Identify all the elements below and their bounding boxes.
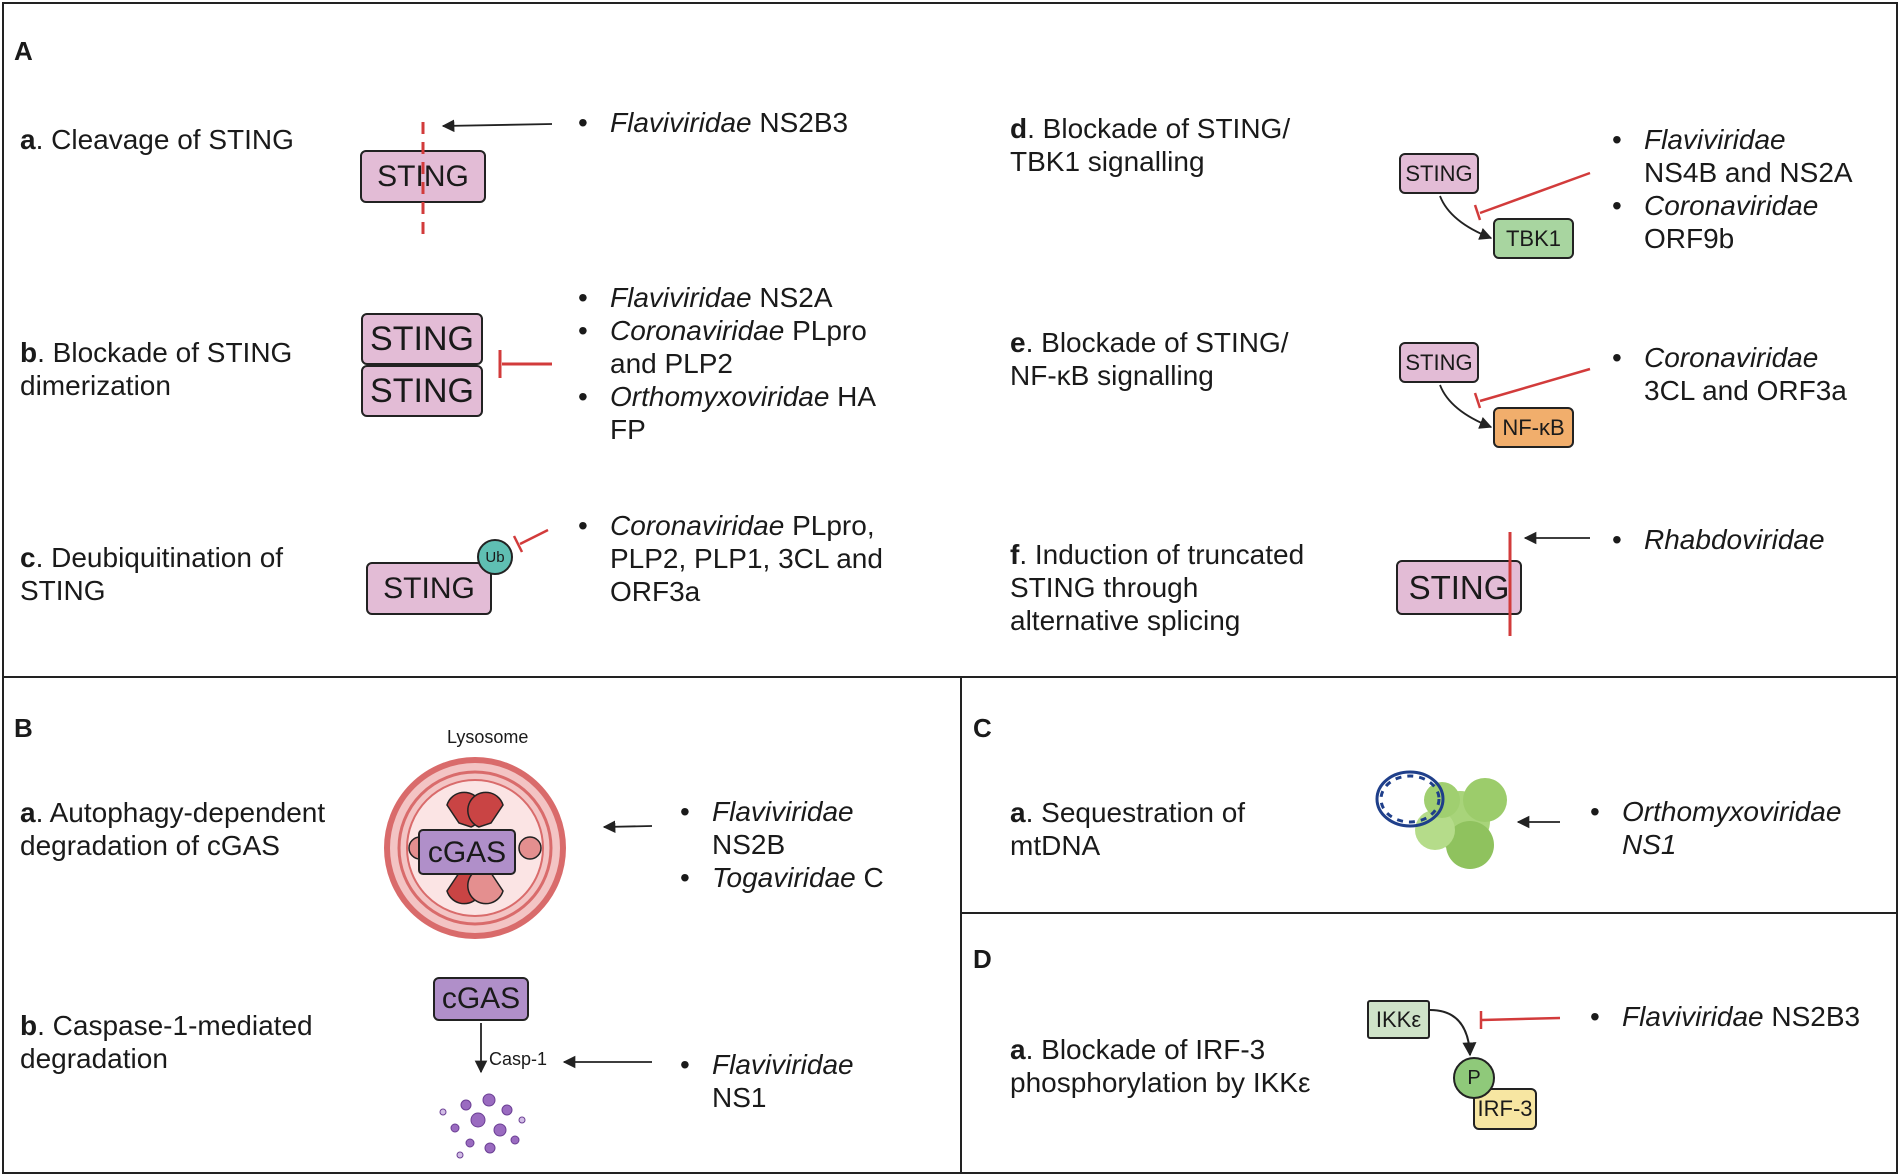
inhibit-Ad-bar: [1473, 204, 1482, 221]
virus-item: Coronaviridae PLpro,PLP2, PLP1, 3CL andO…: [576, 509, 883, 608]
viruses-Af: Rhabdoviridae: [1610, 523, 1825, 556]
mechanism-Bb: b. Caspase-1-mediated degradation: [20, 1010, 313, 1074]
viruses-Ac: Coronaviridae PLpro,PLP2, PLP1, 3CL andO…: [576, 509, 883, 608]
arrow-Ae: [1439, 384, 1493, 429]
lysosome-label: Lysosome: [447, 727, 529, 747]
sting-box-Ab-top: STING: [361, 313, 483, 365]
tbk1-box: TBK1: [1493, 218, 1574, 259]
mechanism-Aa: a. Cleavage of STING: [20, 124, 294, 155]
panel-label-D: D: [973, 944, 992, 974]
casp1-label: Casp-1: [489, 1049, 548, 1069]
inhibit-Da: [1481, 1016, 1561, 1022]
phosphate-icon: P: [1453, 1057, 1495, 1099]
svg-text:cGAS: cGAS: [428, 836, 506, 869]
lysosome-icon: cGAS: [384, 757, 566, 939]
sting-box-Ac: STING: [366, 562, 492, 615]
mechanism-Da: a. Blockade of IRF-3 phosphorylation by …: [1010, 1034, 1311, 1098]
mtdna-icon: [1375, 770, 1445, 828]
virus-item: Togaviridae C: [678, 861, 884, 894]
panel-D: [960, 912, 1898, 1174]
virus-item: Flaviviridae NS2B3: [1588, 1000, 1860, 1033]
viruses-Da: Flaviviridae NS2B3: [1588, 1000, 1860, 1033]
mechanism-Ab: b. Blockade of STING dimerization: [20, 337, 293, 401]
arrow-Da: [1429, 1009, 1477, 1057]
mechanism-Ae: e. Blockade of STING/ NF-κB signalling: [1010, 327, 1289, 391]
mechanism-Ac: c. Deubiquitination of STING: [20, 542, 284, 606]
arrow-Ba: [602, 820, 653, 834]
mechanism-Ad: d. Blockade of STING/ TBK1 signalling: [1010, 113, 1291, 177]
virus-item: Flaviviridae NS2A: [576, 281, 876, 314]
ubiquitin-icon: Ub: [477, 539, 513, 575]
sting-box-Ad: STING: [1399, 153, 1479, 194]
virus-item: Rhabdoviridae: [1610, 523, 1825, 556]
panel-label-B: B: [14, 713, 33, 743]
sting-box-Ae: STING: [1399, 342, 1479, 383]
virus-item: Flaviviridae NS2B3: [576, 106, 848, 139]
viruses-Aa: Flaviviridae NS2B3: [576, 106, 848, 139]
arrow-Aa: [441, 119, 553, 133]
mitochondrion-icon: [1415, 778, 1507, 869]
arrow-Ad: [1439, 195, 1493, 240]
fragments-icon: [439, 1093, 526, 1159]
inhibit-Ac: [519, 528, 549, 546]
cgas-box-Bb: cGAS: [433, 977, 529, 1021]
sting-box-Ab-bottom: STING: [361, 365, 483, 417]
nfkb-box: NF-κB: [1493, 407, 1574, 448]
sting-box-Af: STING: [1396, 560, 1522, 615]
mechanism-Af: f. Induction of truncated STING through …: [1010, 539, 1305, 636]
inhibit-Ad: [1479, 171, 1591, 215]
inhibit-Ae-bar: [1473, 392, 1482, 409]
inhibit-Ac-bar: [512, 535, 524, 553]
irf3-box: IRF-3: [1473, 1088, 1537, 1130]
panel-label-A: A: [14, 36, 33, 66]
ikke-box: IKKε: [1367, 1000, 1430, 1039]
viruses-Ab: Flaviviridae NS2A Coronaviridae PLproand…: [576, 281, 876, 446]
mechanism-Ca: a. Sequestration of mtDNA: [1010, 797, 1246, 861]
panel-label-C: C: [973, 713, 992, 743]
mechanism-Ba: a. Autophagy-dependent degradation of cG…: [20, 797, 326, 861]
inhibit-Ae: [1479, 367, 1591, 403]
